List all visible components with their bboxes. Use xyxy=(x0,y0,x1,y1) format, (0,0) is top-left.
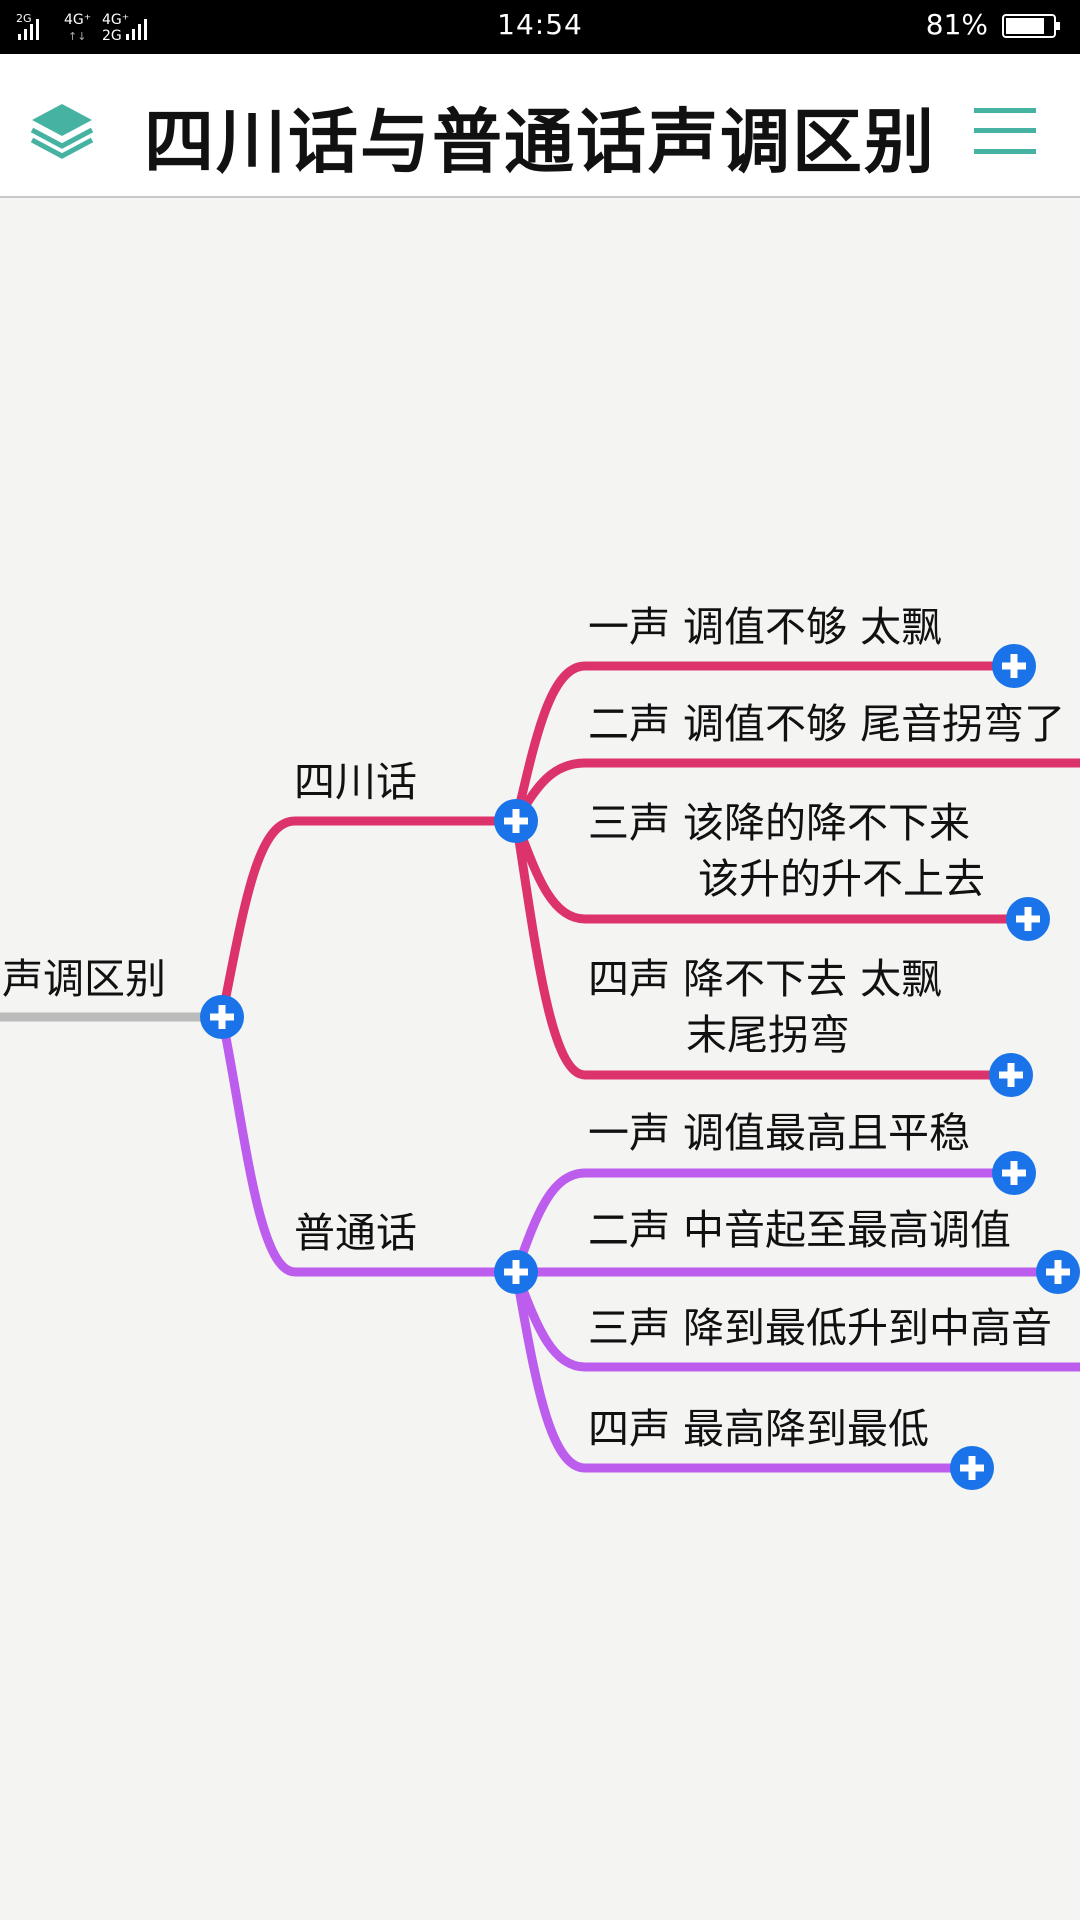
root-node-label[interactable]: 声调区别 xyxy=(2,955,166,1003)
branch-label-sichuan[interactable]: 四川话 xyxy=(294,758,417,806)
leaf-node-label[interactable]: 一声 调值不够 太飘 xyxy=(588,603,943,651)
branch-label-putonghua[interactable]: 普通话 xyxy=(294,1209,417,1257)
battery-percentage: 81% xyxy=(925,8,988,41)
child-connector-sc4 xyxy=(511,816,1015,1080)
mindmap-connectors xyxy=(0,644,1080,1490)
status-bar: 2G 4G⁺ ↑↓ 4G⁺ 2G 14:54 81% xyxy=(0,0,1080,54)
signal-icon: 2G 4G⁺ ↑↓ 4G⁺ 2G xyxy=(16,12,147,44)
plus-circle-icon[interactable] xyxy=(950,1446,994,1490)
leaf-node-label-continued[interactable]: 末尾拐弯 xyxy=(686,1011,850,1059)
svg-text:4G⁺: 4G⁺ xyxy=(64,12,91,28)
svg-text:↑↓: ↑↓ xyxy=(68,30,86,43)
layers-icon[interactable] xyxy=(28,98,96,162)
leaf-node-label[interactable]: 二声 中音起至最高调值 xyxy=(588,1206,1012,1254)
leaf-node-label[interactable]: 一声 调值最高且平稳 xyxy=(588,1109,971,1157)
menu-icon[interactable] xyxy=(974,106,1036,156)
app-bar: 四川话与普通话声调区别 xyxy=(0,54,1080,198)
battery-icon xyxy=(1002,14,1060,38)
page-title: 四川话与普通话声调区别 xyxy=(144,101,936,183)
leaf-node-label[interactable]: 四声 降不下去 太飘 xyxy=(588,955,943,1003)
plus-circle-icon[interactable] xyxy=(992,1151,1036,1195)
leaf-node-label[interactable]: 三声 降到最低升到中高音 xyxy=(588,1304,1053,1352)
svg-text:2G: 2G xyxy=(16,12,32,25)
leaf-node-label[interactable]: 三声 该降的降不下来 xyxy=(588,799,971,847)
plus-circle-icon[interactable] xyxy=(989,1053,1033,1097)
leaf-node-label[interactable]: 二声 调值不够 尾音拐弯了 xyxy=(588,700,1066,748)
svg-text:2G: 2G xyxy=(102,28,122,44)
branch-connector-sichuan xyxy=(217,816,521,1022)
leaf-node-label-continued[interactable]: 该升的升不上去 xyxy=(698,855,985,903)
plus-circle-icon[interactable] xyxy=(992,644,1036,688)
plus-circle-icon[interactable] xyxy=(1006,897,1050,941)
plus-circle-icon[interactable] xyxy=(494,1250,538,1294)
clock: 14:54 xyxy=(497,8,583,41)
child-connector-pt4 xyxy=(511,1267,977,1473)
plus-circle-icon[interactable] xyxy=(1036,1250,1080,1294)
plus-circle-icon[interactable] xyxy=(200,995,244,1039)
branch-connector-putonghua xyxy=(217,1012,521,1277)
plus-circle-icon[interactable] xyxy=(494,799,538,843)
mindmap-canvas[interactable]: 声调区别 四川话 普通话 一声 调值不够 太飘 二声 调值不够 尾音拐弯了 三声… xyxy=(0,200,1080,1920)
svg-text:4G⁺: 4G⁺ xyxy=(102,12,129,28)
child-connector-sc1 xyxy=(511,661,1018,826)
leaf-node-label[interactable]: 四声 最高降到最低 xyxy=(588,1405,930,1453)
